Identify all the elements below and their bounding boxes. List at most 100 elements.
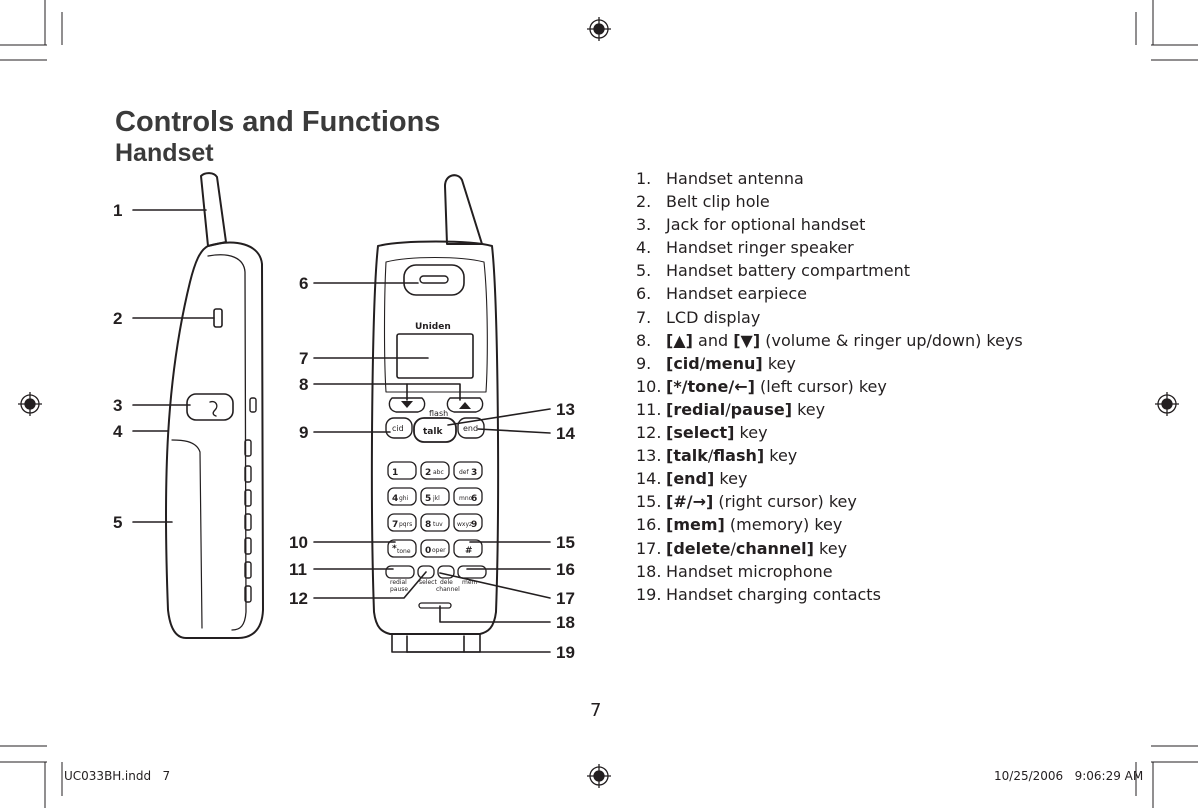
callout-5: 5 — [113, 513, 122, 532]
headset-jack-symbol-icon — [209, 400, 218, 417]
part-text: Handset charging contacts — [666, 584, 881, 604]
callout-11: 11 — [289, 560, 307, 579]
volume-up-icon — [459, 402, 471, 409]
callout-17: 17 — [556, 589, 575, 608]
part-text: Jack for optional handset — [666, 215, 866, 235]
part-number: 10. — [636, 376, 662, 396]
part-text: [mem] — [666, 515, 725, 535]
microphone — [418, 602, 452, 609]
callout-19: 19 — [556, 643, 575, 662]
part-number: 1. — [636, 169, 652, 188]
part-text: [cid — [666, 353, 700, 373]
part-item: 8.[▲] and [▼] (volume & ringer up/down) … — [636, 330, 1023, 355]
part-text: Belt clip hole — [666, 192, 770, 212]
key-5-letters: jkl — [432, 495, 440, 502]
part-number: 6. — [636, 284, 652, 304]
part-item: 2.Belt clip hole — [636, 193, 1023, 216]
talk-label: talk — [423, 427, 443, 437]
front-body-outline — [370, 240, 500, 635]
part-text: / — [725, 399, 731, 419]
part-number: 12. — [636, 423, 662, 443]
part-item: 5.Handset battery compartment — [636, 262, 1023, 285]
part-number: 15. — [636, 492, 662, 512]
key-4-letters: ghi — [399, 495, 409, 502]
volume-down-icon — [401, 401, 413, 408]
part-text: key — [764, 446, 798, 466]
key-6-letters: mno — [459, 495, 473, 502]
callout-9: 9 — [299, 423, 308, 442]
part-text: [*/tone/←] — [666, 376, 755, 396]
leader-lines — [132, 209, 551, 653]
cid-menu-key — [385, 417, 413, 439]
handset-side-view — [164, 172, 264, 639]
print-slug-filename: UC033BH.indd 7 — [64, 769, 171, 783]
part-text: [delete — [666, 538, 731, 558]
handset-printed-labels: Uniden flash cid talk end 1 2 abc def 3 … — [390, 322, 478, 593]
part-number: 11. — [636, 399, 662, 419]
part-text: [select] — [666, 423, 735, 443]
callout-14: 14 — [556, 424, 575, 443]
side-antenna-outline — [200, 172, 227, 247]
talk-flash-key — [413, 417, 457, 443]
part-item: 19.Handset charging contacts — [636, 584, 1023, 609]
key-0-sub: oper — [432, 547, 446, 554]
key-hash-label: # — [465, 546, 473, 556]
part-item: 18.Handset microphone — [636, 561, 1023, 586]
part-text: (left cursor) key — [754, 376, 887, 396]
callout-15: 15 — [556, 533, 575, 552]
registration-target-icon — [18, 392, 42, 416]
callout-numbers: 1 2 3 4 5 6 7 8 9 10 11 12 13 14 15 16 1… — [113, 201, 575, 662]
key-8-label: 8 — [425, 520, 431, 530]
function-keys — [385, 565, 487, 579]
part-text: key — [714, 469, 748, 489]
part-text: [end] — [666, 469, 715, 489]
part-text: / — [699, 353, 706, 373]
earpiece — [403, 264, 465, 296]
part-text: [▼] — [733, 330, 761, 350]
earpiece-slot — [419, 275, 449, 284]
part-number: 8. — [636, 330, 652, 350]
volume-down-key — [388, 397, 426, 413]
part-text: / — [730, 538, 736, 558]
part-text: key — [734, 423, 768, 443]
part-number: 17. — [636, 538, 662, 558]
part-number: 3. — [636, 215, 652, 235]
part-text: [redial — [666, 399, 726, 419]
part-item: 7.LCD display — [636, 307, 1023, 332]
part-item: 11.[redial/pause] key — [636, 399, 1023, 424]
part-text: key — [792, 399, 826, 419]
callout-10: 10 — [289, 533, 308, 552]
front-bezel — [383, 256, 488, 393]
part-item: 10.[*/tone/←] (left cursor) key — [636, 376, 1023, 401]
callout-16: 16 — [556, 560, 575, 579]
key-7-letters: pqrs — [399, 521, 412, 528]
key-star-label: * — [392, 544, 397, 554]
key-6-label: 6 — [471, 494, 477, 504]
part-item: 4.Handset ringer speaker — [636, 239, 1023, 262]
side-buttons — [244, 397, 257, 603]
cid-label: cid — [392, 424, 404, 433]
part-text: (memory) key — [724, 515, 843, 535]
headset-jack — [186, 393, 234, 421]
callout-7: 7 — [299, 349, 308, 368]
callout-6: 6 — [299, 274, 308, 293]
part-text: (volume & ringer up/down) keys — [760, 330, 1023, 350]
part-text: Handset earpiece — [666, 284, 807, 304]
part-text: channel] — [735, 538, 814, 558]
part-text: key — [762, 353, 796, 373]
part-text: Handset ringer speaker — [666, 238, 854, 258]
part-text: LCD display — [666, 307, 761, 327]
part-item: 16.[mem] (memory) key — [636, 516, 1023, 539]
volume-up-key — [446, 397, 484, 413]
keypad — [387, 461, 483, 558]
part-number: 19. — [636, 584, 662, 604]
part-text: Handset microphone — [666, 561, 833, 581]
page-number: 7 — [590, 700, 602, 721]
pause-label: pause — [390, 586, 408, 593]
part-item: 15.[#/→] (right cursor) key — [636, 493, 1023, 516]
section-subtitle: Handset — [115, 139, 214, 167]
part-text: Handset antenna — [666, 169, 804, 188]
